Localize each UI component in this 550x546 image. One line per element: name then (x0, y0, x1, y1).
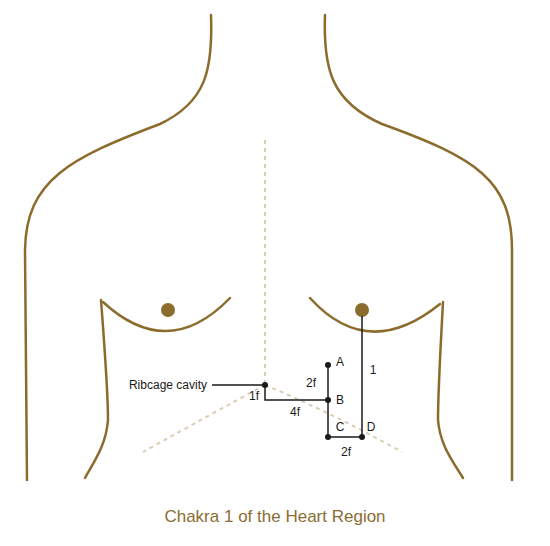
dimension: 1f (249, 389, 259, 403)
right-pectoral (310, 298, 440, 332)
measure-line (328, 365, 362, 437)
measure-line (265, 385, 328, 400)
part-name: Ribcage cavity (129, 378, 207, 392)
measure-line (361, 316, 363, 437)
point-letter: D (367, 420, 376, 434)
left-rib-arch (143, 385, 265, 452)
point-marker (262, 382, 268, 388)
right-rib-arch (265, 385, 402, 452)
left-torso-side (85, 300, 108, 478)
caption: Chakra 1 of the Heart Region (0, 507, 550, 527)
point-letter: B (336, 393, 344, 407)
point-marker (325, 362, 331, 368)
left-pectoral (103, 298, 230, 331)
right-shoulder-outline (325, 15, 512, 480)
left-nipple (161, 303, 175, 317)
left-shoulder-outline (25, 15, 211, 480)
dimension: 2f (306, 376, 316, 390)
dimension: 2f (341, 445, 351, 459)
point-marker (359, 434, 365, 440)
point-marker (325, 397, 331, 403)
callout-number: 1 (370, 363, 377, 377)
point-letter: C (336, 420, 345, 434)
point-letter: A (336, 355, 344, 369)
right-torso-side (438, 302, 463, 478)
leader-line (212, 384, 265, 386)
midline (264, 140, 266, 385)
point-marker (325, 434, 331, 440)
dimension: 4f (290, 405, 300, 419)
right-nipple (355, 303, 369, 317)
